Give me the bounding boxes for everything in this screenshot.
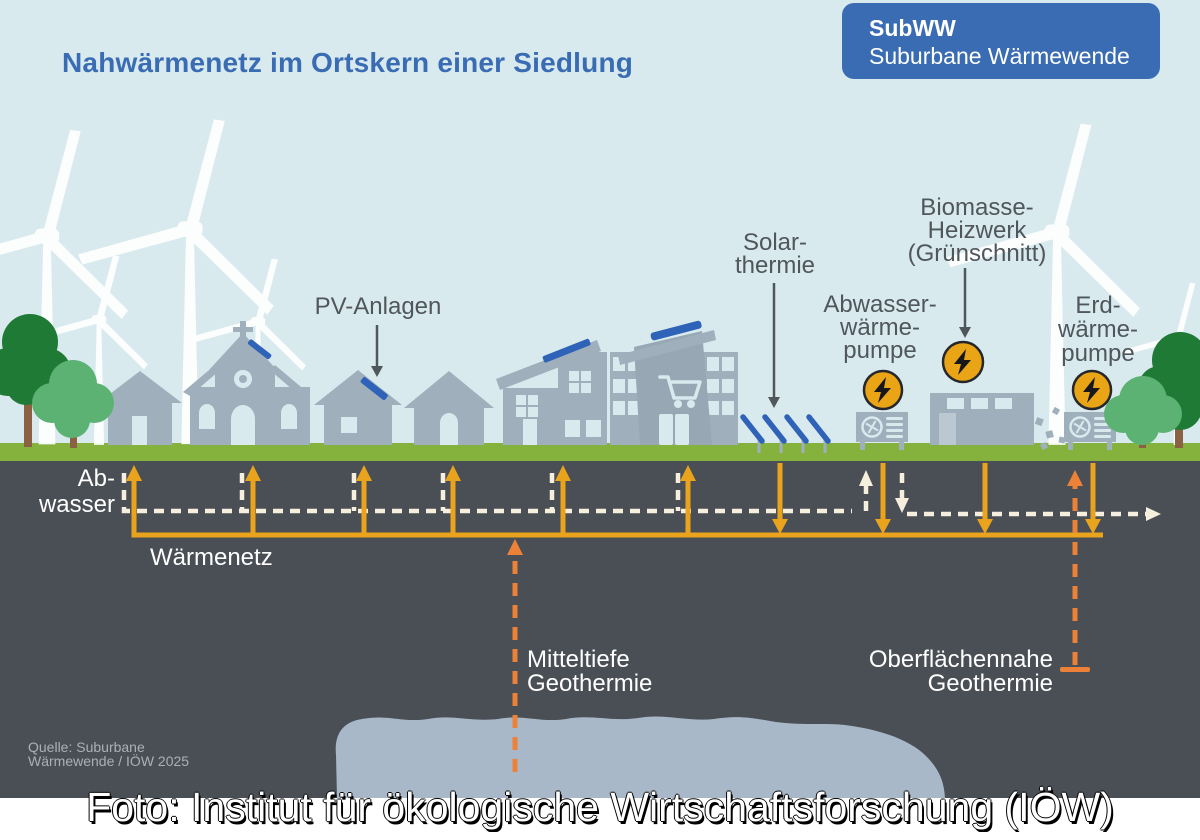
biomasse-arrow: [959, 268, 971, 338]
abwasserwaermepumpe-label: Abwasser- wärme- pumpe: [823, 291, 937, 364]
house-pv: [314, 370, 402, 445]
arrow-down-icon: [895, 498, 909, 513]
solarthermie-label: Solar- thermie: [734, 229, 816, 279]
pv-anlagen-label: PV-Anlagen: [314, 293, 442, 320]
pv-arrow: [371, 325, 383, 377]
shopping-cart-icon: [658, 375, 702, 408]
label-arrows: [371, 268, 971, 408]
wood-chip-pile: [985, 421, 1032, 445]
solar-thermal-collectors: [740, 414, 831, 453]
erdwaermepumpe-label: Erd- wärme- pumpe: [1057, 292, 1139, 367]
oberflaechennahe-geothermie-label: Oberflächennahe Geothermie: [868, 646, 1053, 697]
subww-badge: SubWW Suburbane Wärmewende: [842, 3, 1160, 79]
waermenetz-label: Wärmenetz: [150, 544, 273, 571]
geothermal-lines: [507, 470, 1090, 772]
wood-chips: [1034, 406, 1066, 450]
energy-badges: [862, 340, 1113, 411]
house-1: [98, 371, 182, 445]
tree-icon: [1104, 376, 1182, 445]
lightning-icon: [941, 340, 985, 384]
arrow-up-icon: [507, 539, 523, 555]
house-2: [404, 371, 494, 445]
tree-icon: [32, 360, 114, 438]
trees-left: [0, 314, 114, 448]
badge-name: Suburbane Wärmewende: [869, 43, 1130, 69]
church: [183, 321, 310, 445]
lightning-icon: [862, 369, 904, 411]
photo-credit-watermark: Foto: Institut für ökologische Wirtschaf…: [86, 784, 1114, 830]
trees-right: [1104, 332, 1200, 448]
buildings: [98, 320, 1118, 453]
grass: [0, 443, 1200, 461]
aquifer-blob: [335, 716, 945, 798]
badge-acronym: SubWW: [869, 15, 956, 41]
commercial-building: [610, 320, 738, 445]
sewage-lines: [121, 470, 1161, 521]
lightning-icon: [1071, 369, 1113, 411]
solar-arrow: [768, 283, 780, 408]
biomasse-heizwerk-label: Biomasse- Heizwerk (Grünschnitt): [907, 194, 1047, 267]
heat-network-lines: [126, 463, 1103, 538]
mitteltiefe-geothermie-label: Mitteltiefe Geothermie: [527, 646, 653, 697]
biomass-plant: [930, 393, 1066, 450]
arrow-up-icon: [1067, 470, 1083, 486]
tree-icon: [0, 314, 71, 405]
page-title: Nahwärmenetz im Ortskern einer Siedlung: [62, 47, 634, 78]
source-credit: Quelle: Suburbane Wärmewende / IÖW 2025: [28, 739, 190, 769]
abwasser-label: Ab- wasser: [38, 465, 115, 518]
arrow-right-icon: [1146, 507, 1161, 521]
arrow-up-icon: [859, 470, 873, 486]
house-3: [496, 338, 607, 445]
